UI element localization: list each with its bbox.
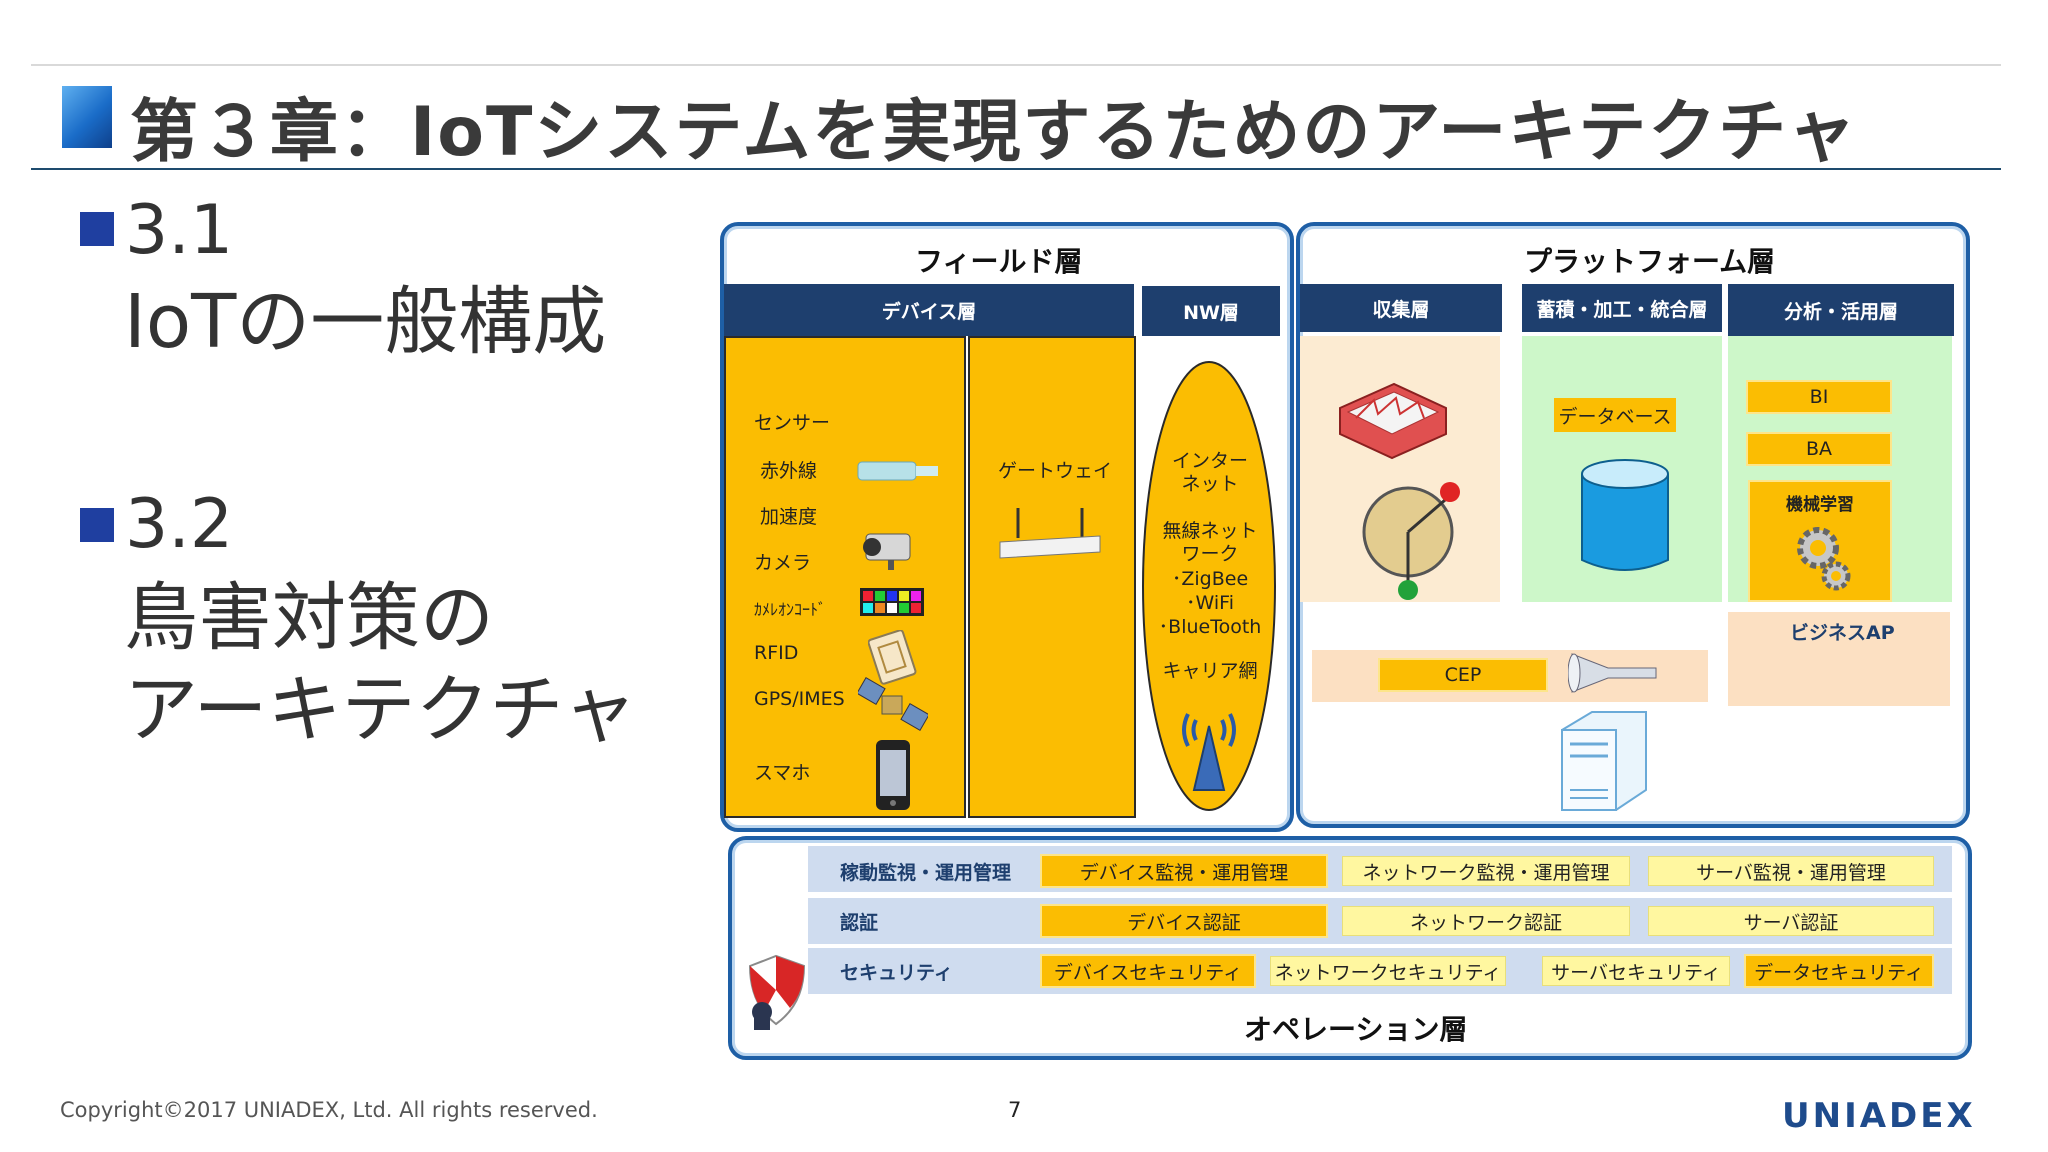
sensor-box (724, 336, 966, 818)
device-rfid: RFID (754, 642, 799, 664)
analyze-layer-header: 分析・活用層 (1728, 284, 1954, 336)
device-infrared: 赤外線 (760, 460, 818, 482)
collect-layer-header: 収集層 (1300, 284, 1502, 332)
op-label-security: セキュリティ (840, 962, 953, 984)
security-shield-icon (748, 954, 806, 1030)
op-network-security: ネットワークセキュリティ (1270, 956, 1506, 986)
nw-zigbee: ･ZigBee (1171, 568, 1249, 590)
infrared-icon (857, 461, 938, 481)
device-camera: カメラ (754, 552, 812, 574)
slide-title: 第３章：IoTシステムを実現するためのアーキテクチャ (130, 93, 1858, 172)
device-chameleon: ｶﾒﾚｵﾝｺｰﾄﾞ (754, 600, 827, 619)
cep-tag: CEP (1380, 660, 1546, 690)
device-accel: 加速度 (760, 506, 818, 528)
op-server-security: サーバセキュリティ (1542, 956, 1730, 986)
op-network-monitoring: ネットワーク監視・運用管理 (1342, 856, 1630, 886)
op-device-auth: デバイス認証 (1042, 906, 1326, 936)
bullet-square-2 (80, 508, 114, 542)
op-device-security: デバイスセキュリティ (1042, 956, 1254, 986)
copyright-text: Copyright©2017 UNIADEX, Ltd. All rights … (60, 1098, 598, 1122)
op-network-auth: ネットワーク認証 (1342, 906, 1630, 936)
nw-layer-header: NW層 (1142, 286, 1280, 336)
title-underline (31, 168, 2001, 170)
bullet-text-2a: 鳥害対策の (124, 575, 494, 661)
chameleon-code-icon (860, 588, 924, 616)
server-icon (1561, 711, 1647, 811)
funnel-icon (1568, 653, 1657, 693)
gps-satellite-icon (858, 677, 928, 731)
op-label-auth: 認証 (840, 912, 879, 934)
bullet-square-1 (80, 212, 114, 246)
op-server-auth: サーバ認証 (1648, 906, 1934, 936)
op-server-monitoring: サーバ監視・運用管理 (1648, 856, 1934, 886)
bullet-text-1: IoTの一般構成 (124, 279, 607, 365)
device-layer-header: デバイス層 (724, 284, 1134, 336)
field-layer-title: フィールド層 (915, 245, 1083, 278)
operation-layer-title: オペレーション層 (1244, 1013, 1468, 1046)
platform-layer-title: プラットフォーム層 (1524, 245, 1776, 278)
op-device-monitoring: デバイス監視・運用管理 (1042, 856, 1326, 886)
device-gps: GPS/IMES (754, 688, 845, 710)
uniadex-logo: UNIADEX (1782, 1096, 1976, 1136)
nw-wifi: ･WiFi (1186, 592, 1234, 614)
rfid-icon (868, 630, 917, 685)
database-tag: データベース (1554, 398, 1676, 432)
bizap-area (1728, 612, 1950, 706)
gear-icon (1797, 527, 1851, 591)
page-number: 7 (1008, 1098, 1022, 1122)
gateway-router-icon (999, 508, 1101, 559)
nw-carrier: キャリア網 (1162, 660, 1258, 682)
gateway-box (968, 336, 1136, 818)
op-data-security: データセキュリティ (1746, 956, 1932, 986)
bullet-number-2: 3.2 (125, 485, 234, 564)
data-collection-tray-icon (1339, 382, 1447, 460)
ba-tag: BA (1748, 434, 1890, 464)
smartphone-icon (876, 740, 910, 810)
gateway-label: ゲートウェイ (998, 460, 1113, 482)
device-sensor: センサー (754, 412, 831, 434)
nw-wireless: 無線ネット ワーク (1162, 520, 1258, 565)
top-rule (31, 64, 2001, 66)
title-marker (62, 86, 112, 148)
op-label-monitoring: 稼動監視・運用管理 (840, 862, 1012, 884)
nw-internet: インター ネット (1171, 450, 1248, 495)
camera-icon (863, 533, 911, 570)
bizap-label: ビジネスAP (1790, 622, 1895, 644)
bullet-text-2b: アーキテクチャ (124, 667, 637, 753)
ml-label: 機械学習 (1786, 495, 1854, 515)
store-layer-header: 蓄積・加工・統合層 (1522, 284, 1722, 332)
antenna-tower-icon (1182, 713, 1236, 791)
database-cylinder-icon (1581, 459, 1669, 571)
nw-ellipse (1142, 361, 1276, 811)
nw-bluetooth: ･BlueTooth (1158, 616, 1262, 638)
bullet-number-1: 3.1 (125, 191, 234, 270)
device-smartphone: スマホ (754, 762, 811, 784)
collector-sphere-icon (1362, 482, 1460, 600)
bi-tag: BI (1748, 382, 1890, 412)
